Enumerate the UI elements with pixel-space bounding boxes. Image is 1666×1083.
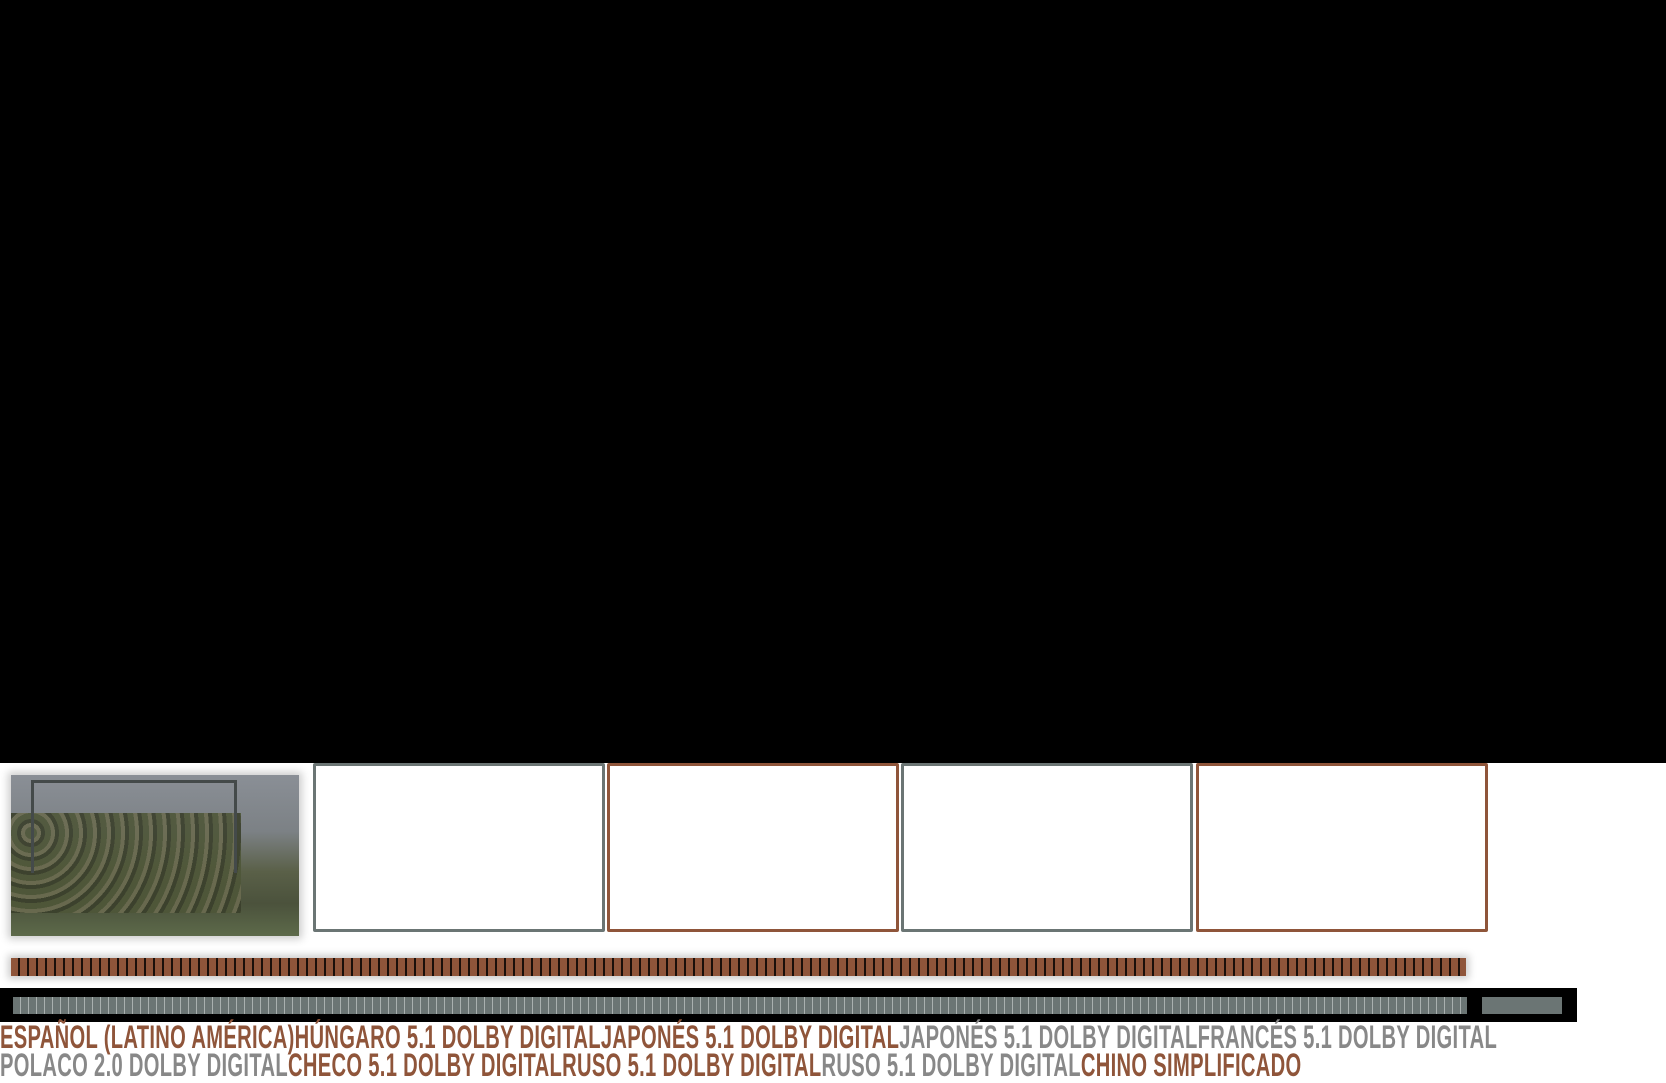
audio-track-item[interactable]: RUSO 5.1 DOLBY DIGITAL: [562, 1047, 822, 1083]
audio-track-row-2: POLACO 2.0 DOLBY DIGITALCHECO 5.1 DOLBY …: [0, 1047, 1302, 1083]
soldiers-in-truck-image: [11, 813, 241, 913]
scroll-bar-gray[interactable]: [13, 997, 1467, 1014]
audio-track-item[interactable]: JAPONÉS 5.1 DOLBY DIGITAL: [899, 1019, 1198, 1055]
audio-track-item[interactable]: CHINO SIMPLIFICADO: [1080, 1047, 1302, 1083]
audio-track-item[interactable]: POLACO 2.0 DOLBY DIGITAL: [0, 1047, 288, 1083]
audio-track-item[interactable]: JAPONÉS 5.1 DOLBY DIGITAL: [600, 1019, 900, 1055]
thumbnail-slot-3[interactable]: [607, 763, 899, 932]
thumbnail-slot-2[interactable]: [313, 763, 605, 932]
progress-bar-orange[interactable]: [11, 958, 1466, 976]
audio-track-item[interactable]: RUSO 5.1 DOLBY DIGITAL: [821, 1047, 1081, 1083]
scroll-thumb[interactable]: [1482, 997, 1562, 1014]
thumbnail-slot-4[interactable]: [901, 763, 1193, 932]
truck-frame-icon: [31, 780, 237, 873]
video-area[interactable]: [0, 0, 1666, 763]
audio-track-item[interactable]: CHECO 5.1 DOLBY DIGITAL: [287, 1047, 563, 1083]
audio-track-item[interactable]: ESPAÑOL (LATINO AMÉRICA): [0, 1019, 295, 1055]
thumbnail-slot-5[interactable]: [1196, 763, 1488, 932]
audio-track-item[interactable]: FRANCÉS 5.1 DOLBY DIGITAL: [1197, 1019, 1498, 1055]
scroll-track: [0, 988, 1577, 1022]
audio-track-row-1: ESPAÑOL (LATINO AMÉRICA)HÚNGARO 5.1 DOLB…: [0, 1019, 1498, 1055]
thumbnail-soldiers-in-truck[interactable]: [11, 775, 299, 936]
audio-track-item[interactable]: HÚNGARO 5.1 DOLBY DIGITAL: [294, 1019, 601, 1055]
